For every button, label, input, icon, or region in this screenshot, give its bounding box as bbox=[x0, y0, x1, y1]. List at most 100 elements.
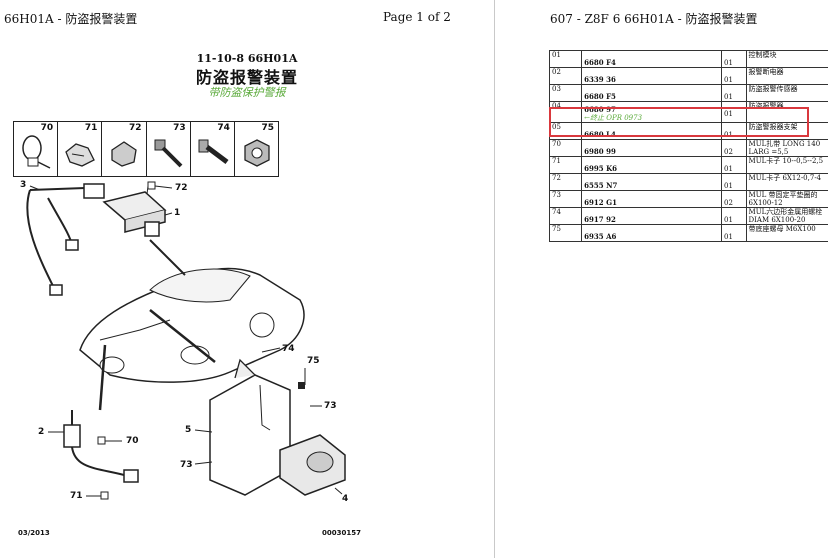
quantity: 01 bbox=[724, 216, 733, 224]
part-number: 6912 G1 bbox=[584, 198, 617, 207]
callout-4: 4 bbox=[342, 494, 349, 504]
description: 防盗报警传感器 bbox=[745, 84, 828, 102]
footer-date: 03/2013 bbox=[18, 529, 50, 537]
strip-cell: 75 bbox=[235, 122, 278, 176]
callout-73-lower: 73 bbox=[180, 460, 193, 470]
description: MUL卡子 10--0,5--2,5 bbox=[745, 156, 828, 174]
clip-icon bbox=[111, 141, 138, 167]
part-number: 6680 F4 bbox=[584, 58, 616, 67]
part-number: 6680 97 bbox=[584, 105, 616, 114]
page-indicator: Page 1 of 2 bbox=[383, 10, 451, 24]
item-number: 72 bbox=[548, 173, 583, 191]
part-cell: 6680 F5 bbox=[581, 84, 723, 102]
qty-cell: 01 bbox=[721, 224, 747, 242]
item-number: 73 bbox=[548, 190, 583, 208]
callout-71: 71 bbox=[70, 491, 83, 501]
strip-cell: 73 bbox=[147, 122, 191, 176]
callout-1: 1 bbox=[174, 208, 181, 218]
strip-number: 74 bbox=[217, 123, 230, 133]
part-cell: 6935 A6 bbox=[581, 224, 723, 242]
part-number: 6917 92 bbox=[584, 215, 616, 224]
quantity: 01 bbox=[724, 93, 733, 101]
part-number: 6680 F5 bbox=[584, 92, 616, 101]
item-number: 70 bbox=[548, 139, 583, 157]
description: 控制模块 bbox=[745, 50, 828, 68]
strip-cell: 74 bbox=[191, 122, 235, 176]
strip-number: 75 bbox=[261, 123, 275, 133]
qty-cell: 01 bbox=[721, 207, 747, 225]
quantity: 01 bbox=[724, 182, 733, 190]
callout-74: 74 bbox=[282, 344, 295, 354]
part-number: 6555 N7 bbox=[584, 181, 618, 190]
description: MUL扎带 LONG 140 LARG =5,5 bbox=[745, 139, 828, 157]
fastener-strip: 70 71 72 73 74 75 bbox=[13, 121, 279, 177]
part-cell: 6917 92 bbox=[581, 207, 723, 225]
qty-cell: 01 bbox=[721, 173, 747, 191]
bolt-icon bbox=[198, 139, 229, 164]
part-number: 6935 A6 bbox=[584, 232, 617, 241]
part-cell: 6680 F4 bbox=[581, 50, 723, 68]
supersession-note: ←终止 OPR 0973 bbox=[584, 114, 643, 122]
right-page-header-title: 607 - Z8F 6 66H01A - 防盗报警装置 bbox=[550, 12, 758, 26]
qty-cell: 01 bbox=[721, 50, 747, 68]
description: MUL 带固定平垫圈的 6X100-12 bbox=[745, 190, 828, 208]
quantity: 02 bbox=[724, 199, 733, 207]
highlight-box bbox=[549, 107, 809, 137]
quantity: 01 bbox=[724, 165, 733, 173]
left-page-header-title: 66H01A - 防盗报警装置 bbox=[4, 12, 138, 26]
quantity: 01 bbox=[724, 233, 733, 241]
quantity: 01 bbox=[724, 59, 733, 67]
qty-cell: 02 bbox=[721, 139, 747, 157]
qty-cell: 01 bbox=[721, 67, 747, 85]
part-cell: 6995 K6 bbox=[581, 156, 723, 174]
part-cell: 6912 G1 bbox=[581, 190, 723, 208]
part-number: 6980 99 bbox=[584, 147, 616, 156]
footer-code: 00030157 bbox=[322, 529, 361, 537]
strip-cell: 71 bbox=[58, 122, 103, 176]
part-cell: 6339 36 bbox=[581, 67, 723, 85]
callout-75: 75 bbox=[307, 356, 320, 366]
qty-cell: 01 bbox=[721, 156, 747, 174]
strip-cell: 70 bbox=[14, 122, 59, 176]
part-cell: 6555 N7 bbox=[581, 173, 723, 191]
strip-number: 70 bbox=[40, 123, 54, 133]
part-cell: 6980 99 bbox=[581, 139, 723, 157]
quantity: 02 bbox=[724, 148, 733, 156]
strip-number: 71 bbox=[84, 123, 98, 133]
callout-72: 72 bbox=[175, 183, 188, 193]
item-number: 74 bbox=[548, 207, 583, 225]
strip-cell: 72 bbox=[102, 122, 147, 176]
clip-icon bbox=[65, 143, 96, 167]
item-number: 01 bbox=[548, 50, 583, 68]
callout-2: 2 bbox=[38, 427, 45, 437]
part-number: 6995 K6 bbox=[584, 164, 618, 173]
strip-number: 72 bbox=[128, 123, 142, 133]
item-number: 75 bbox=[548, 224, 583, 242]
nut-icon bbox=[244, 139, 270, 167]
callout-73: 73 bbox=[324, 401, 337, 411]
item-number: 02 bbox=[548, 67, 583, 85]
page-title: 防盗报警装置 bbox=[195, 68, 298, 87]
reference-code: 11-10-8 66H01A bbox=[196, 52, 298, 65]
qty-cell: 02 bbox=[721, 190, 747, 208]
page-subtitle: 带防盗保护警报 bbox=[208, 86, 286, 99]
description: MUL六边形金属用螺栓 DIAM 6X100-20 bbox=[745, 207, 828, 225]
screw-icon bbox=[154, 139, 182, 168]
exploded-diagram bbox=[26, 181, 346, 500]
callout-3: 3 bbox=[20, 180, 27, 190]
qty-cell: 01 bbox=[721, 84, 747, 102]
part-number: 6680 L4 bbox=[584, 130, 616, 139]
description: 报警断电器 bbox=[745, 67, 828, 85]
quantity: 01 bbox=[724, 110, 733, 118]
strip-number: 73 bbox=[173, 123, 186, 133]
